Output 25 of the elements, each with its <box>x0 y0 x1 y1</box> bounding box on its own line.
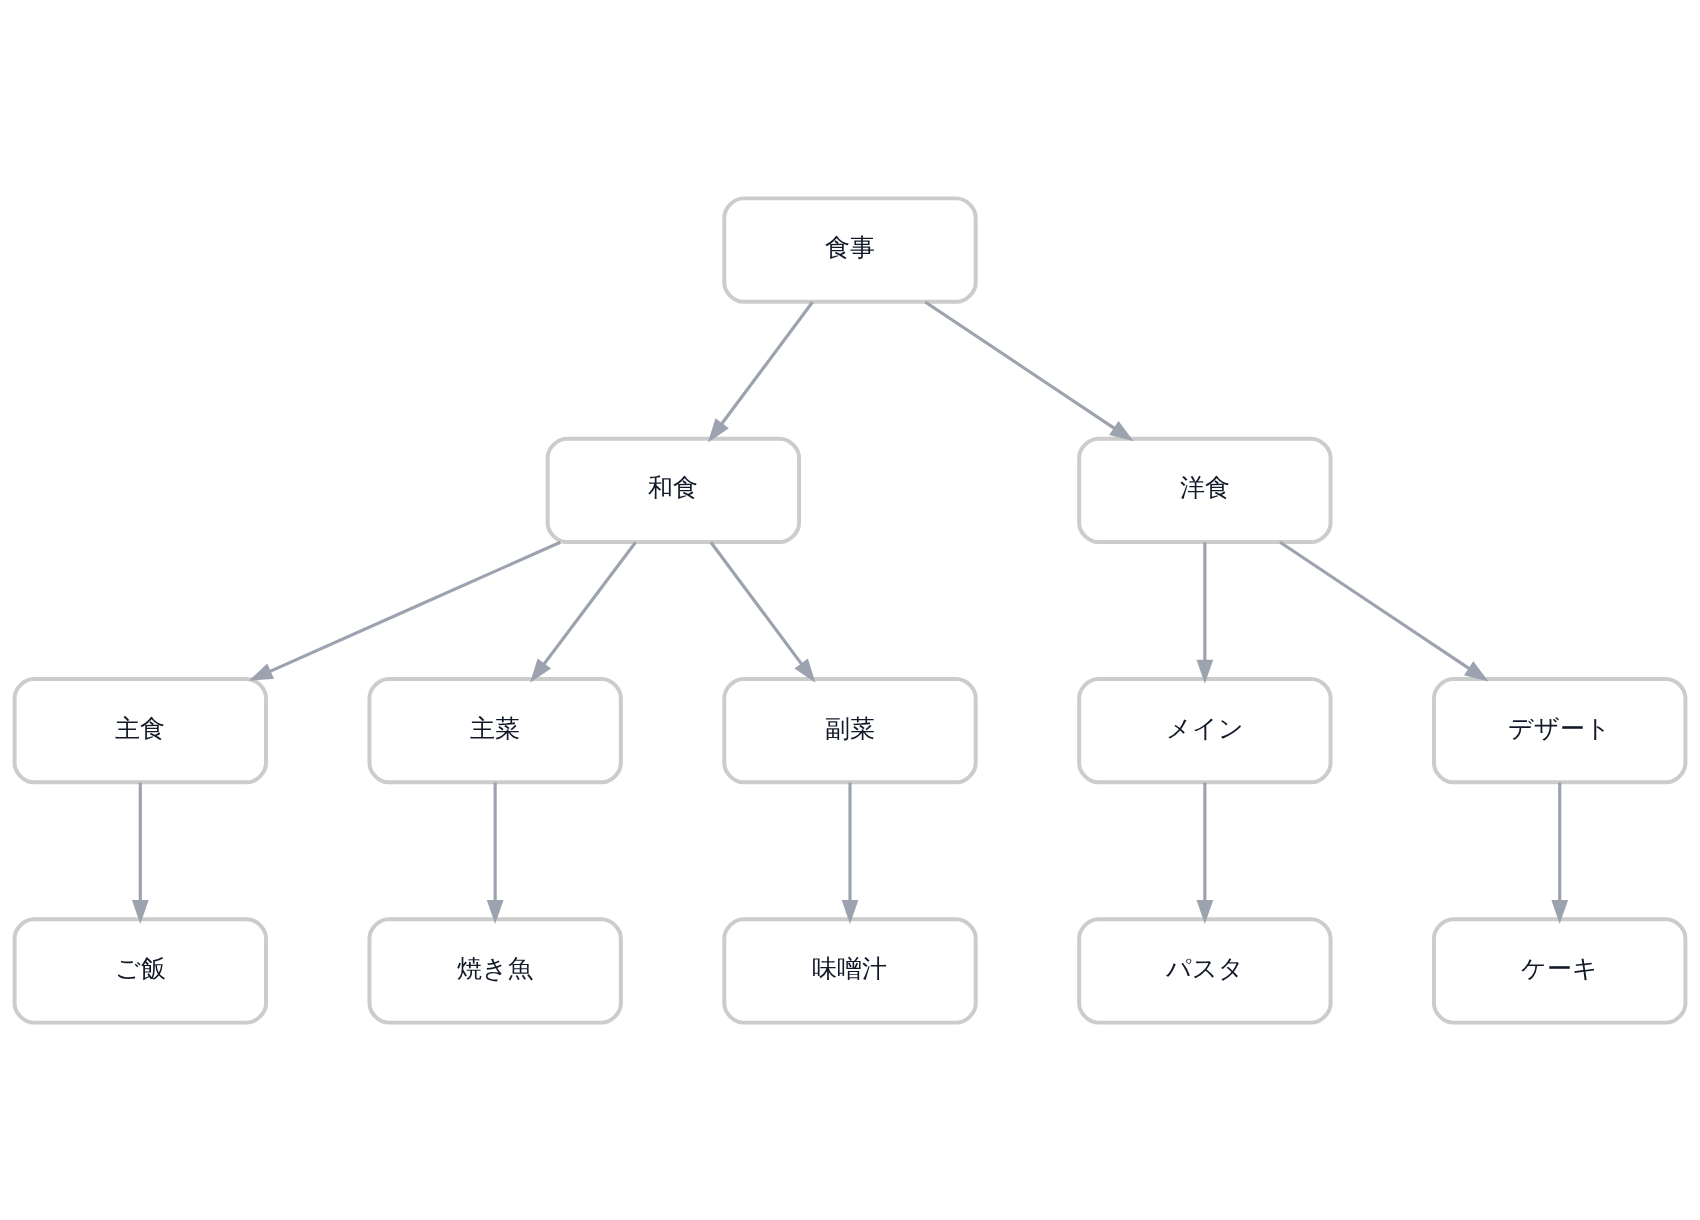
arrow <box>1196 541 1214 684</box>
arrow <box>486 782 504 924</box>
node-box: 食事 <box>722 195 978 304</box>
node-box: 洋食 <box>1077 436 1333 544</box>
arrow <box>530 540 637 683</box>
node-box: 主食 <box>12 676 268 784</box>
node-box: 焼き魚 <box>367 916 623 1025</box>
node-box: パスタ <box>1077 916 1333 1025</box>
node-box: ご飯 <box>12 916 268 1025</box>
arrow <box>841 782 859 924</box>
node-box: 和食 <box>545 436 802 544</box>
arrow <box>1279 540 1489 681</box>
node-box: 味噌汁 <box>722 916 978 1025</box>
arrow <box>1551 782 1569 924</box>
node-box: メイン <box>1077 676 1333 784</box>
arrow <box>924 300 1134 441</box>
arrow <box>709 540 816 683</box>
node-box: 主菜 <box>367 676 623 784</box>
node-box: 副菜 <box>722 676 978 784</box>
node-box: デザート <box>1432 676 1688 784</box>
arrow <box>248 540 561 681</box>
arrow <box>1196 782 1214 924</box>
arrow <box>131 782 149 924</box>
arrow <box>707 300 814 442</box>
node-box: ケーキ <box>1432 916 1688 1025</box>
